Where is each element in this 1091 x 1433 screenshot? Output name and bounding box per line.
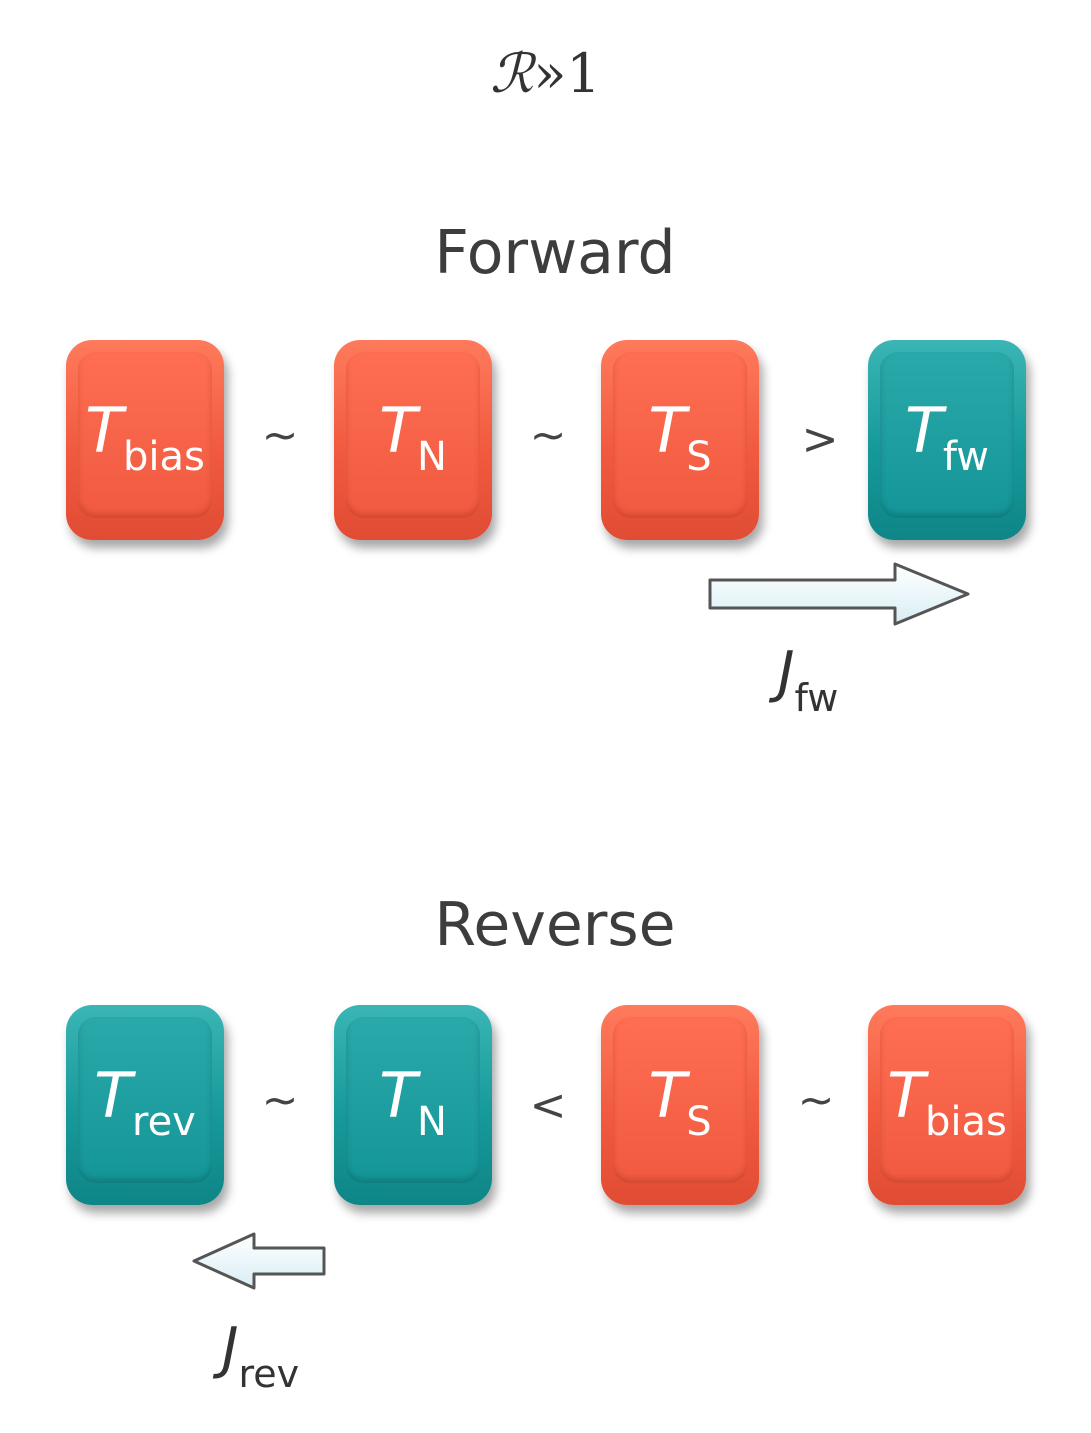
forward-block-t-n: TN [334,340,492,540]
block-sub: S [686,1099,712,1145]
current-main: J [222,1316,239,1381]
forward-label: Forward [434,218,676,288]
reverse-relation-1: ~ [261,1075,299,1126]
title-relation: » [533,42,567,105]
forward-current-arrow [708,562,970,626]
block-sub: bias [925,1099,1007,1145]
forward-relation-2: ~ [529,410,567,461]
reverse-block-t-s: TS [601,1005,759,1205]
block-sub: N [416,1099,447,1145]
block-main: T [94,1059,132,1132]
title-symbol: ℛ [490,42,534,105]
reverse-current-label: Jrev [222,1316,299,1396]
forward-block-t-fw: Tfw [868,340,1026,540]
block-main: T [648,1059,687,1132]
forward-block-t-bias: Tbias [66,340,224,540]
block-main: T [85,394,123,467]
block-sub: fw [942,434,989,480]
block-sub: rev [132,1099,196,1145]
block-main: T [379,394,417,467]
current-sub: rev [238,1352,300,1396]
forward-current-label: Jfw [778,640,838,720]
reverse-relation-3: ~ [797,1075,835,1126]
block-main: T [905,394,943,467]
reverse-block-t-rev: Trev [66,1005,224,1205]
title-value: 1 [566,42,601,105]
block-sub: N [416,434,447,480]
reverse-block-t-n: TN [334,1005,492,1205]
current-main: J [778,640,795,705]
forward-block-t-s: TS [601,340,759,540]
block-main: T [887,1059,925,1132]
reverse-relation-2: < [529,1080,567,1131]
reverse-block-t-bias: Tbias [868,1005,1026,1205]
reverse-current-arrow [192,1232,326,1290]
current-sub: fw [794,676,839,720]
reverse-label: Reverse [434,890,676,960]
block-sub: S [686,434,712,480]
forward-relation-3: > [801,414,839,465]
block-main: T [648,394,687,467]
diagram-title: ℛ»1 [0,42,1091,105]
forward-relation-1: ~ [261,410,299,461]
block-main: T [379,1059,417,1132]
block-sub: bias [123,434,205,480]
